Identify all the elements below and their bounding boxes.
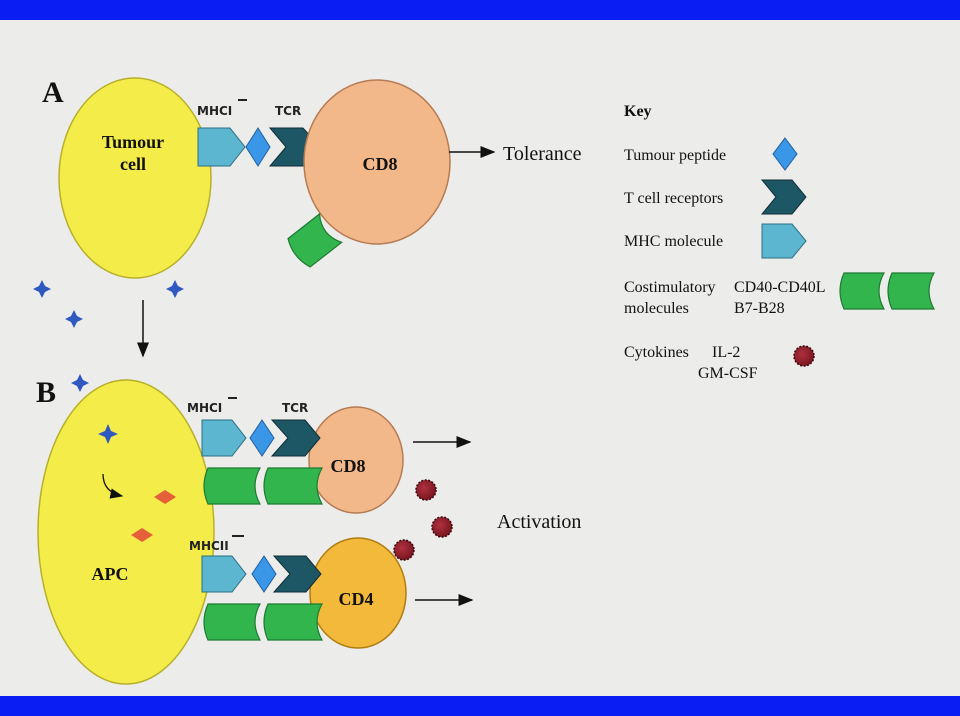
mhc-ii-label-b: MHCII (189, 539, 229, 553)
cd8-label-a: CD8 (363, 154, 398, 174)
cd8-cell-a (303, 79, 451, 245)
cd8-cell-b (308, 406, 404, 514)
tumour-cell-label-line1: Tumour (102, 132, 164, 152)
tcr-b2 (272, 555, 322, 593)
key-title: Key (624, 103, 652, 120)
antigen-star-icon (166, 280, 184, 298)
key-mhc-icon (761, 223, 807, 259)
tolerance-label: Tolerance (503, 143, 582, 165)
key-cytokine-gmcsf: GM-CSF (698, 365, 758, 382)
key-costim-icon-left (839, 272, 886, 310)
costim-molecule-b1-left (203, 467, 262, 505)
cytokine-icon (393, 539, 415, 561)
antigen-star-icon (71, 374, 89, 392)
tumour-peptide-a (245, 127, 271, 167)
antigen-star-icon (65, 310, 83, 328)
apc-cell (37, 379, 215, 685)
panel-a-letter: A (42, 76, 64, 109)
top-border-bar (0, 0, 960, 20)
mhc-i-label-a: MHCI (197, 104, 232, 118)
key-tcr-label: T cell receptors (624, 190, 723, 207)
key-costim-label-line2: molecules (624, 300, 689, 317)
key-cytokine-icon (793, 345, 815, 367)
key-peptide-icon (772, 137, 798, 171)
mhc-molecule-b1 (201, 419, 247, 457)
costim-molecule-b2-left (203, 603, 262, 641)
costim-molecule-b2-right (263, 603, 324, 641)
cytokine-icon (415, 479, 437, 501)
key-tcr-icon (760, 179, 807, 215)
cytokine-group (393, 479, 453, 561)
costim-molecule-b1-right (263, 467, 324, 505)
tcr-label-a: TCR (275, 104, 301, 118)
bottom-border-bar (0, 696, 960, 716)
cd4-label: CD4 (339, 589, 374, 609)
mhc-molecule-b2 (201, 555, 247, 593)
panel-b-letter: B (36, 376, 56, 409)
cd4-cell (309, 537, 407, 649)
key-costim-pair1: CD40-CD40L (734, 279, 826, 296)
tumour-cell-label-line2: cell (120, 154, 146, 174)
key-tumour-peptide-label: Tumour peptide (624, 147, 726, 164)
apc-label: APC (92, 564, 129, 584)
key-cytokine-il2: IL-2 (712, 344, 740, 361)
peptide-fragment-icon (131, 528, 153, 542)
tcr-label-b: TCR (282, 401, 308, 415)
tumour-peptide-b1 (249, 419, 275, 457)
activation-label: Activation (497, 511, 581, 533)
key-legend: Key Tumour peptide T cell receptors MHC … (624, 103, 936, 382)
cd8-label-b: CD8 (331, 456, 366, 476)
key-cytokines-label: Cytokines (624, 344, 689, 361)
tumour-cell (58, 77, 212, 279)
costim-molecule-a (287, 212, 343, 268)
key-costim-icon-right (887, 272, 936, 310)
tcr-b1 (270, 419, 321, 457)
peptide-fragment-icon (154, 490, 176, 504)
mhc-i-label-b: MHCI (187, 401, 222, 415)
antigen-star-icon (33, 280, 51, 298)
key-costim-label-line1: Costimulatory (624, 279, 716, 296)
internal-antigen-star-icon (98, 424, 118, 444)
key-mhc-label: MHC molecule (624, 233, 723, 250)
key-costim-pair2: B7-B28 (734, 300, 785, 317)
cytokine-icon (431, 516, 453, 538)
mhc-molecule-a (197, 127, 246, 167)
processing-arrow (102, 473, 124, 499)
tumour-peptide-b2 (251, 555, 277, 593)
antigen-stars-a (33, 280, 184, 392)
